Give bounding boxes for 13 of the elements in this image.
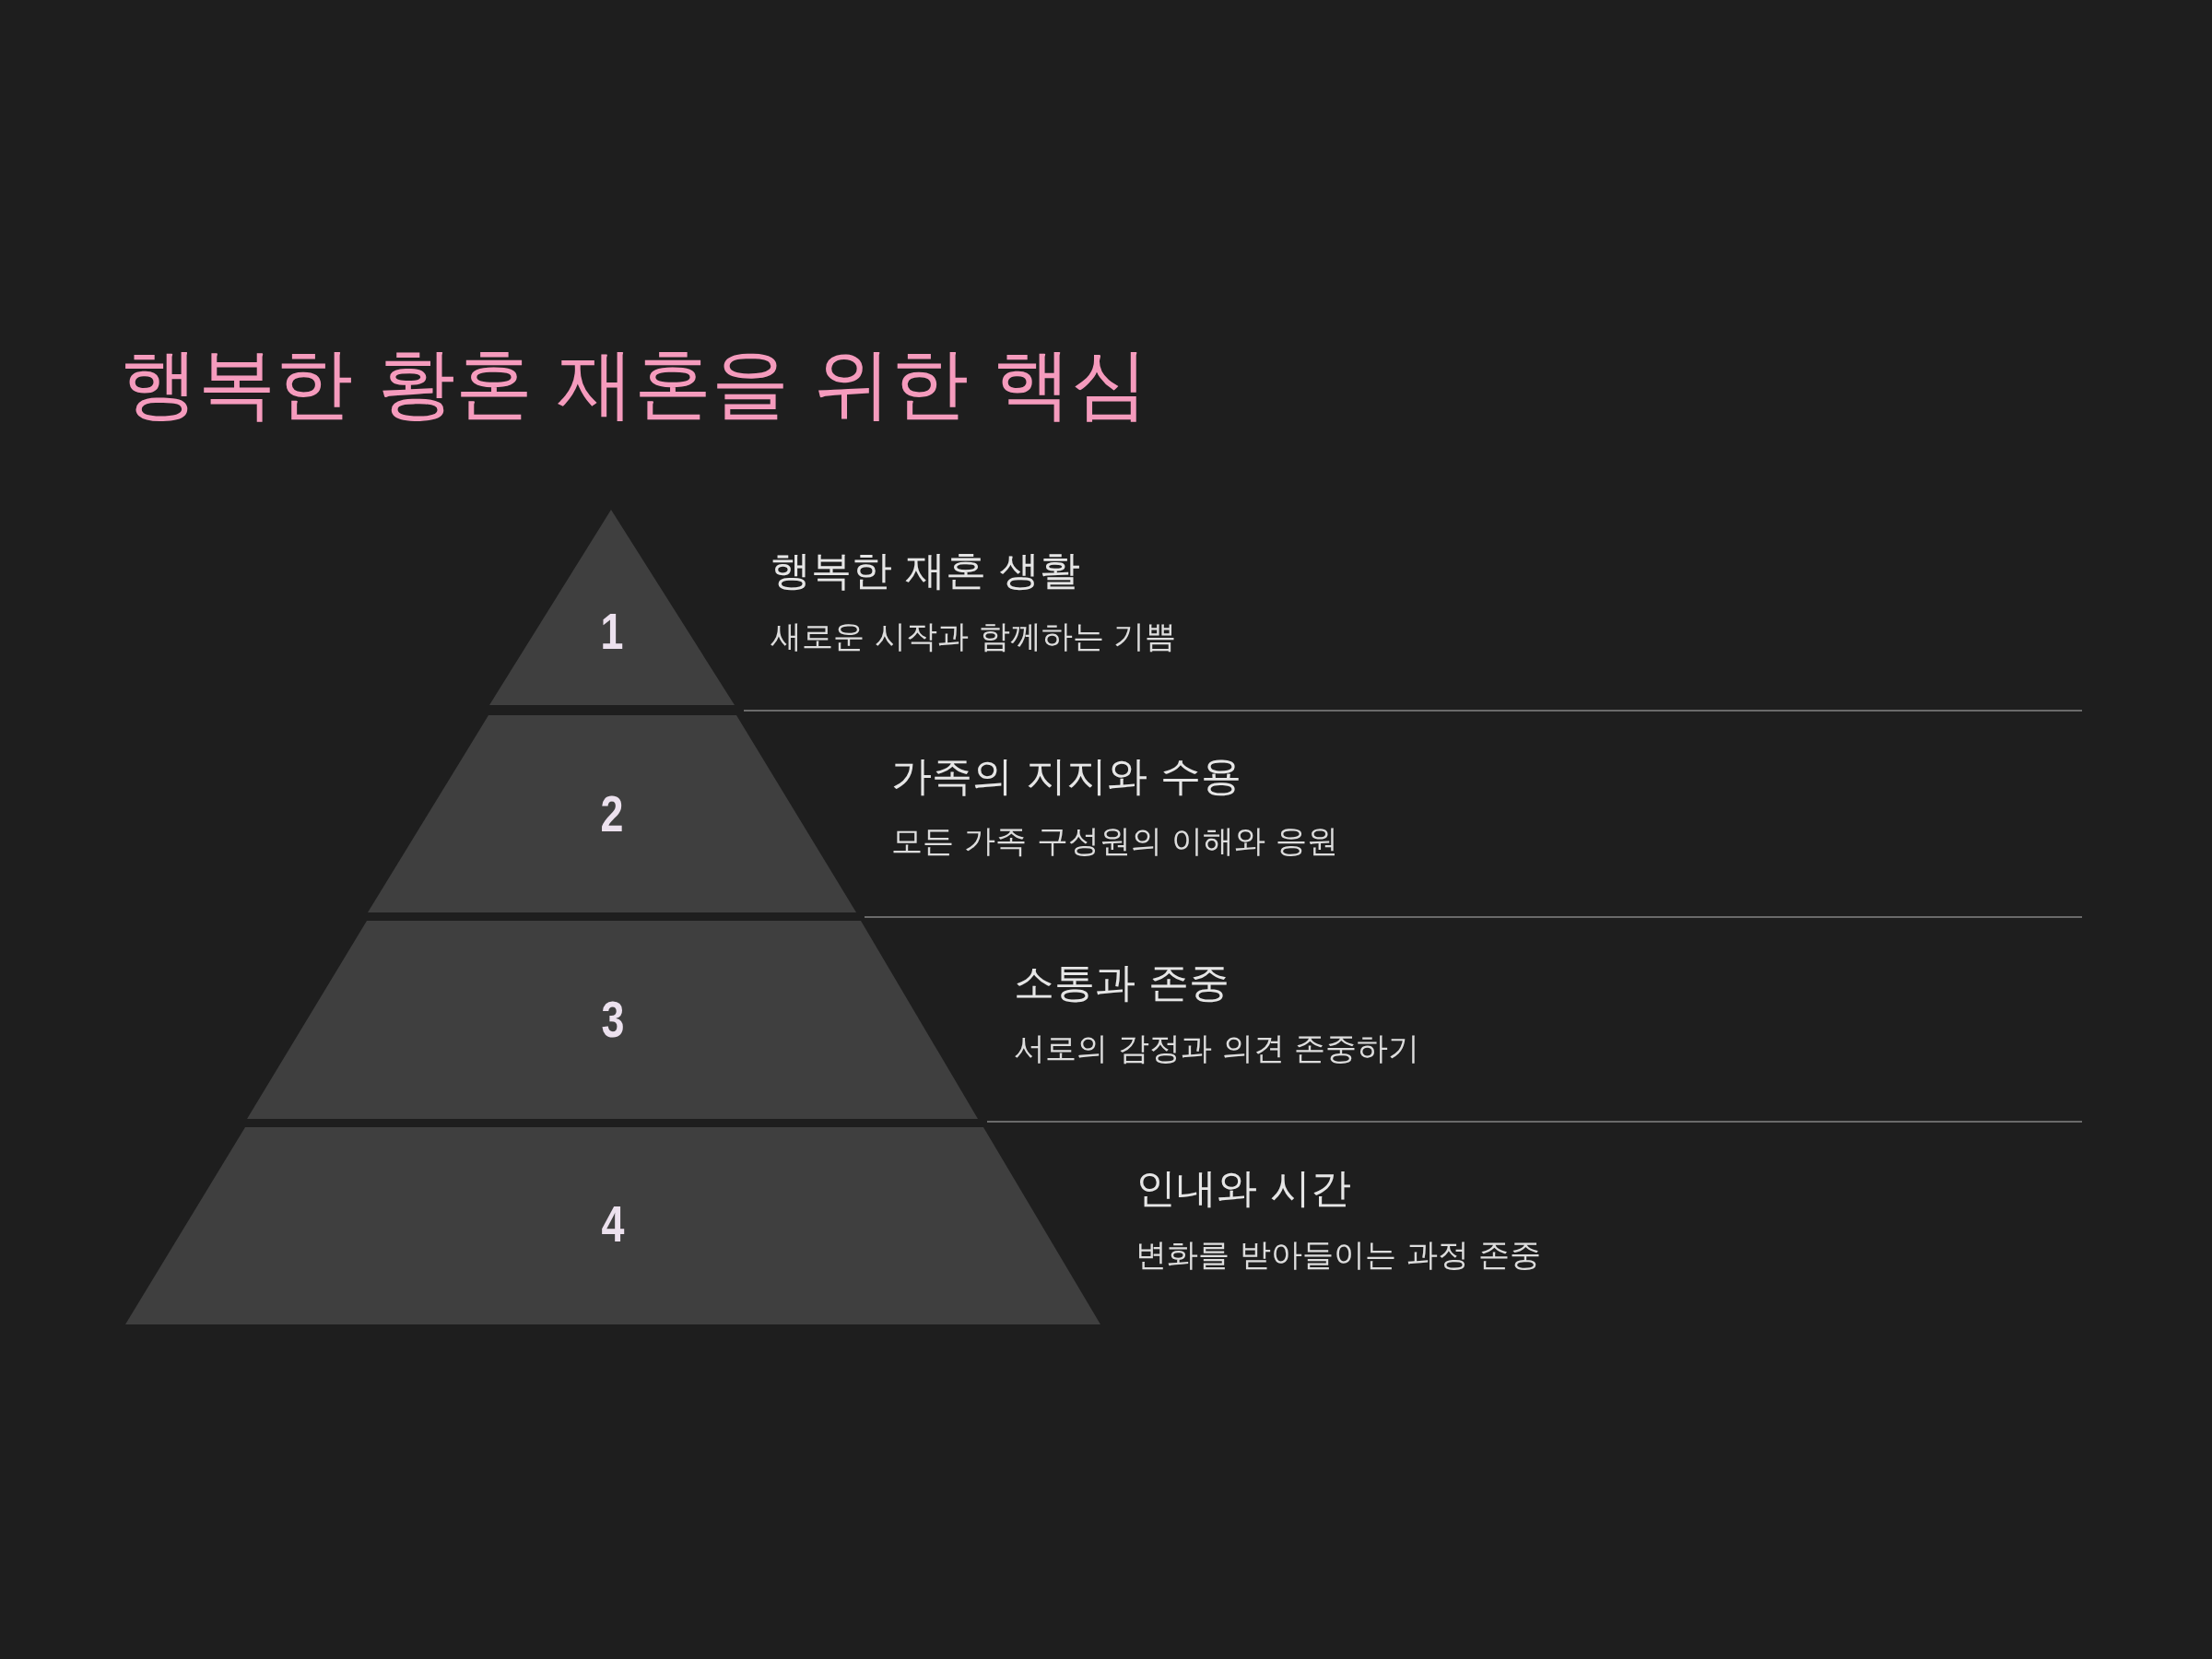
tier-heading: 소통과 존중: [1014, 959, 1230, 1007]
tier-number: 1: [600, 600, 624, 661]
tier-heading: 가족의 지지와 수용: [891, 752, 1241, 801]
tier-number: 4: [601, 1193, 625, 1253]
title: 행복한 황혼 재혼을 위한 핵심: [121, 337, 1148, 430]
tier-heading: 행복한 재혼 생활: [771, 547, 1080, 595]
tier-description: 변화를 받아들이는 과정 존중: [1135, 1236, 1542, 1274]
tier-heading: 인내와 시간: [1135, 1164, 1351, 1213]
tier-description: 서로의 감정과 의견 존중하기: [1014, 1030, 1420, 1067]
tier-description: 모든 가족 구성원의 이해와 응원: [891, 822, 1339, 860]
tier-number: 3: [601, 988, 624, 1049]
tier-description: 새로운 시작과 함께하는 기쁨: [771, 618, 1177, 655]
tier-number: 2: [600, 782, 624, 843]
